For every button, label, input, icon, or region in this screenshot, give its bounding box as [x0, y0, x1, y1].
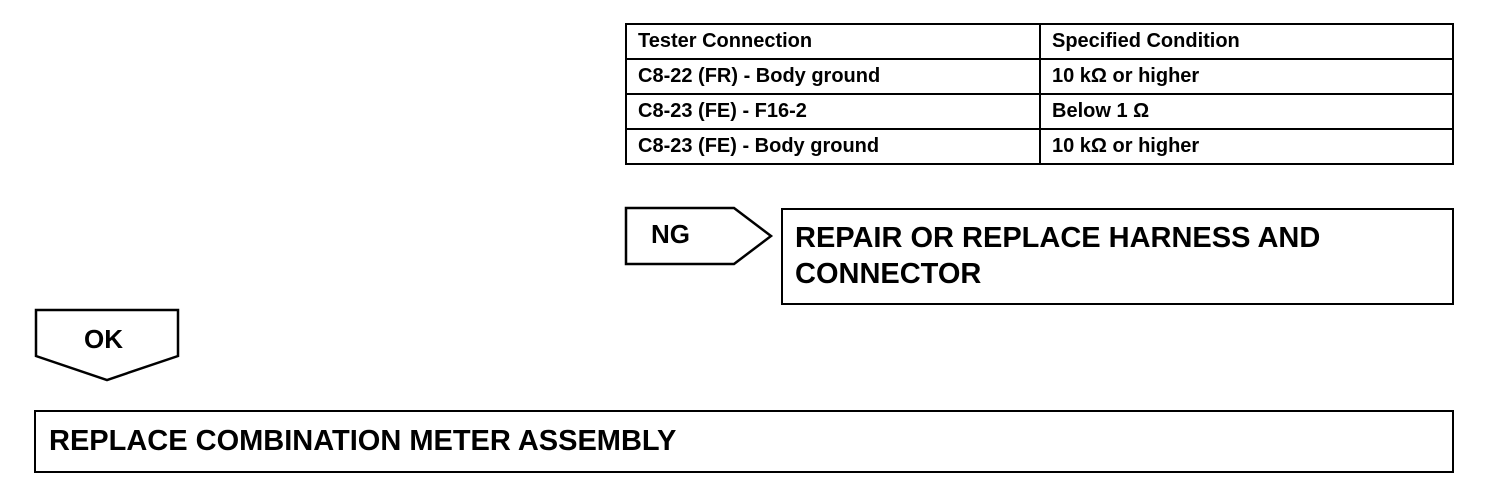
table-row: C8-22 (FR) - Body ground 10 kΩ or higher: [625, 58, 1454, 95]
header-tester-connection: Tester Connection: [625, 23, 1041, 60]
ok-action-text: REPLACE COMBINATION METER ASSEMBLY: [49, 425, 677, 457]
ng-action-text-line1: REPAIR OR REPLACE HARNESS AND: [795, 222, 1321, 254]
ng-arrow-icon: [624, 206, 774, 266]
specified-condition-cell: 10 kΩ or higher: [1039, 58, 1454, 95]
tester-connection-cell: C8-23 (FE) - Body ground: [625, 128, 1041, 165]
specified-condition-cell: 10 kΩ or higher: [1039, 128, 1454, 165]
table-row: C8-23 (FE) - F16-2 Below 1 Ω: [625, 93, 1454, 130]
ng-action-text-line2: CONNECTOR: [795, 258, 982, 290]
specification-table: Tester Connection Specified Condition C8…: [625, 23, 1454, 165]
tester-connection-cell: C8-22 (FR) - Body ground: [625, 58, 1041, 95]
ok-label: OK: [84, 324, 123, 354]
ng-label: NG: [651, 219, 690, 249]
table-row: C8-23 (FE) - Body ground 10 kΩ or higher: [625, 128, 1454, 165]
specified-condition-cell: Below 1 Ω: [1039, 93, 1454, 130]
header-specified-condition: Specified Condition: [1039, 23, 1454, 60]
ok-arrow-icon: [34, 308, 180, 382]
ok-action-box: REPLACE COMBINATION METER ASSEMBLY: [34, 410, 1454, 473]
tester-connection-cell: C8-23 (FE) - F16-2: [625, 93, 1041, 130]
ng-action-box: REPAIR OR REPLACE HARNESS AND CONNECTOR: [781, 208, 1454, 305]
table-header-row: Tester Connection Specified Condition: [625, 23, 1454, 60]
